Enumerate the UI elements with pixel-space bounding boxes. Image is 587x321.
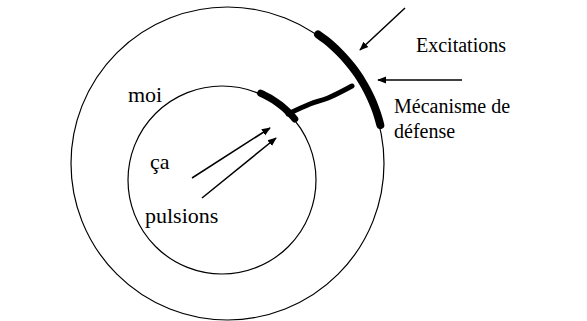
outer-defense-arc: [318, 34, 380, 125]
node-text: pulsions: [145, 203, 218, 228]
circle-outline: [127, 85, 317, 275]
id-circle: ça pulsions: [127, 85, 317, 275]
drive-arrow: [202, 138, 276, 198]
ego-circle: moi ça pulsions: [70, 6, 385, 321]
excitation-arrow: [360, 8, 405, 50]
annotation-label: Mécanisme de défense: [394, 94, 524, 144]
defense-bar: [288, 86, 352, 114]
node-text: moi: [128, 82, 162, 107]
excitation-arrow: [378, 79, 462, 81]
node-text: ça: [150, 149, 170, 174]
annotation-label: Excitations: [416, 33, 566, 58]
